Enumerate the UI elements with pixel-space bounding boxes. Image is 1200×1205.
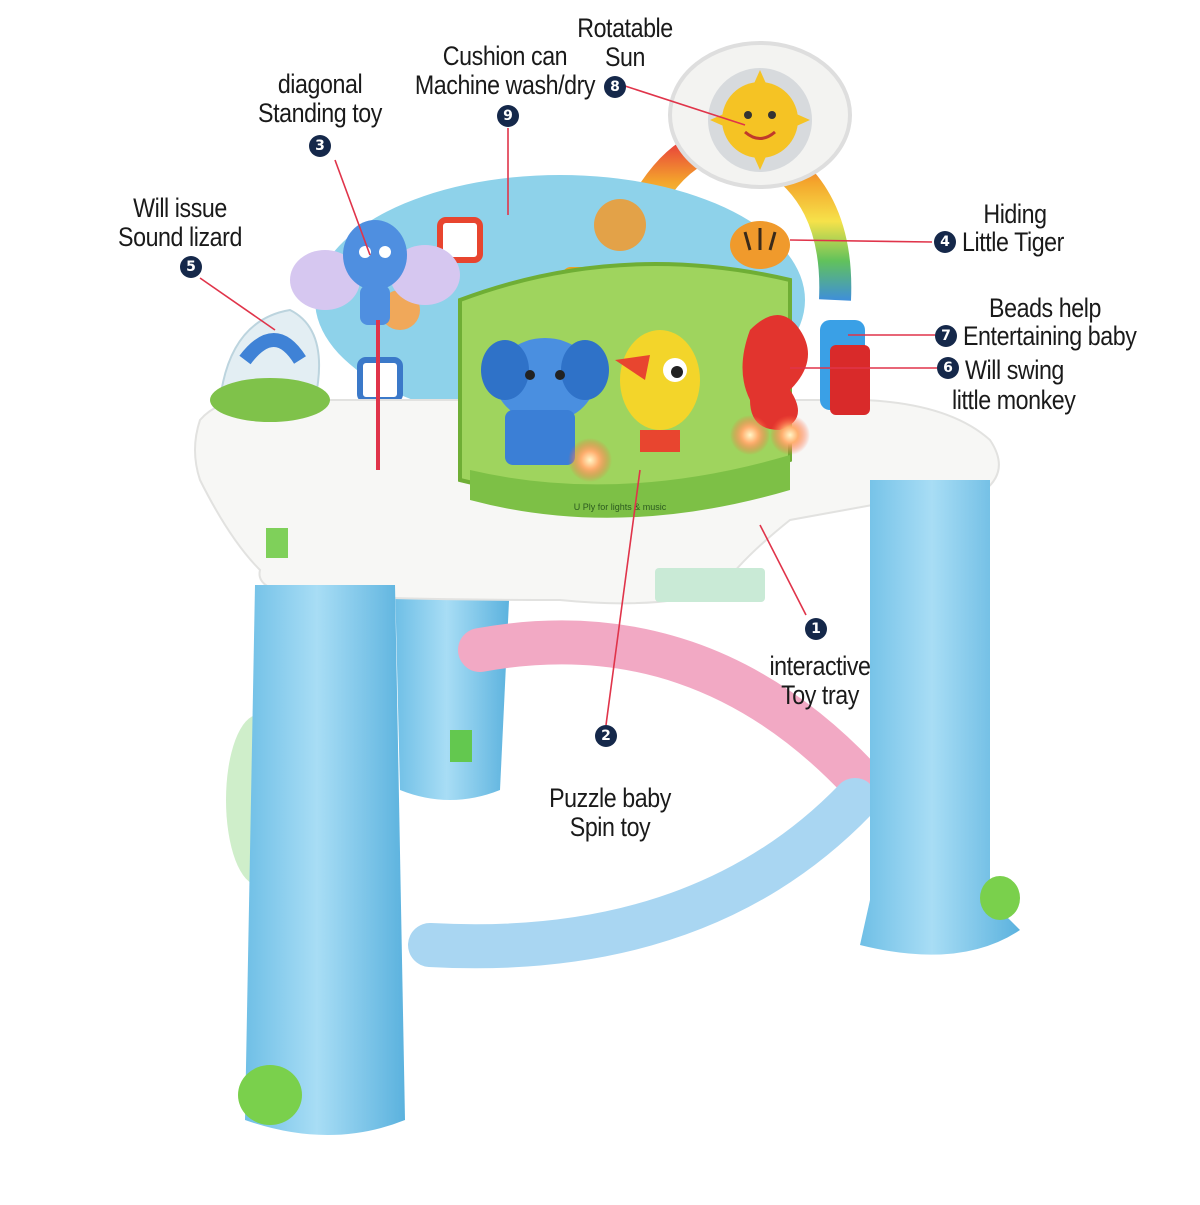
- right-leg: [860, 480, 1020, 955]
- lizard-toy: [210, 308, 330, 422]
- front-left-leg: [238, 585, 405, 1135]
- tray-text: U Ply for lights & music: [574, 502, 667, 512]
- callout-6-badge: 6: [937, 357, 959, 379]
- lights: [568, 415, 810, 482]
- pointer-lines: [199, 85, 937, 726]
- callout-tiger-label: Hiding: [983, 199, 1047, 229]
- butterfly-toy: [290, 220, 460, 470]
- callout-standing-toy-label: diagonal Standing toy: [258, 69, 382, 128]
- back-leg: [395, 580, 510, 800]
- beads-toy: [820, 320, 870, 415]
- callout-cushion-label: Cushion can Machine wash/dry: [414, 41, 596, 100]
- callout-tray-label: interactive Toy tray: [769, 651, 871, 710]
- callout-4-badge: 4: [934, 231, 956, 253]
- elephant-toy: [481, 338, 609, 465]
- callout-9-badge: 9: [497, 105, 519, 127]
- callout-3-badge: 3: [309, 135, 331, 157]
- callout-7-badge: 7: [935, 325, 957, 347]
- tiger-toy: [730, 221, 790, 269]
- callout-lizard-label: Will issue Sound lizard: [118, 193, 242, 252]
- callout-beads-label: Beads help: [989, 293, 1101, 323]
- callout-sun-label: Rotatable Sun: [577, 13, 673, 72]
- callout-spin-toy-label: Puzzle baby Spin toy: [549, 783, 671, 842]
- monkey-toy: [742, 315, 808, 430]
- callout-1-badge: 1: [805, 618, 827, 640]
- sun-icon: [668, 41, 852, 189]
- parrot-toy: [615, 330, 700, 452]
- callout-8-badge: 8: [604, 76, 626, 98]
- pink-support-bar: [458, 620, 882, 802]
- callout-2-badge: 2: [595, 725, 617, 747]
- blue-support-bar: [408, 778, 877, 969]
- callout-beads-label-2: Entertaining baby: [963, 321, 1137, 351]
- callout-5-badge: 5: [180, 256, 202, 278]
- callout-tiger-label-2: Little Tiger: [962, 227, 1064, 257]
- callout-monkey-label: Will swing: [965, 355, 1064, 385]
- callout-monkey-label-2: little monkey: [952, 385, 1076, 415]
